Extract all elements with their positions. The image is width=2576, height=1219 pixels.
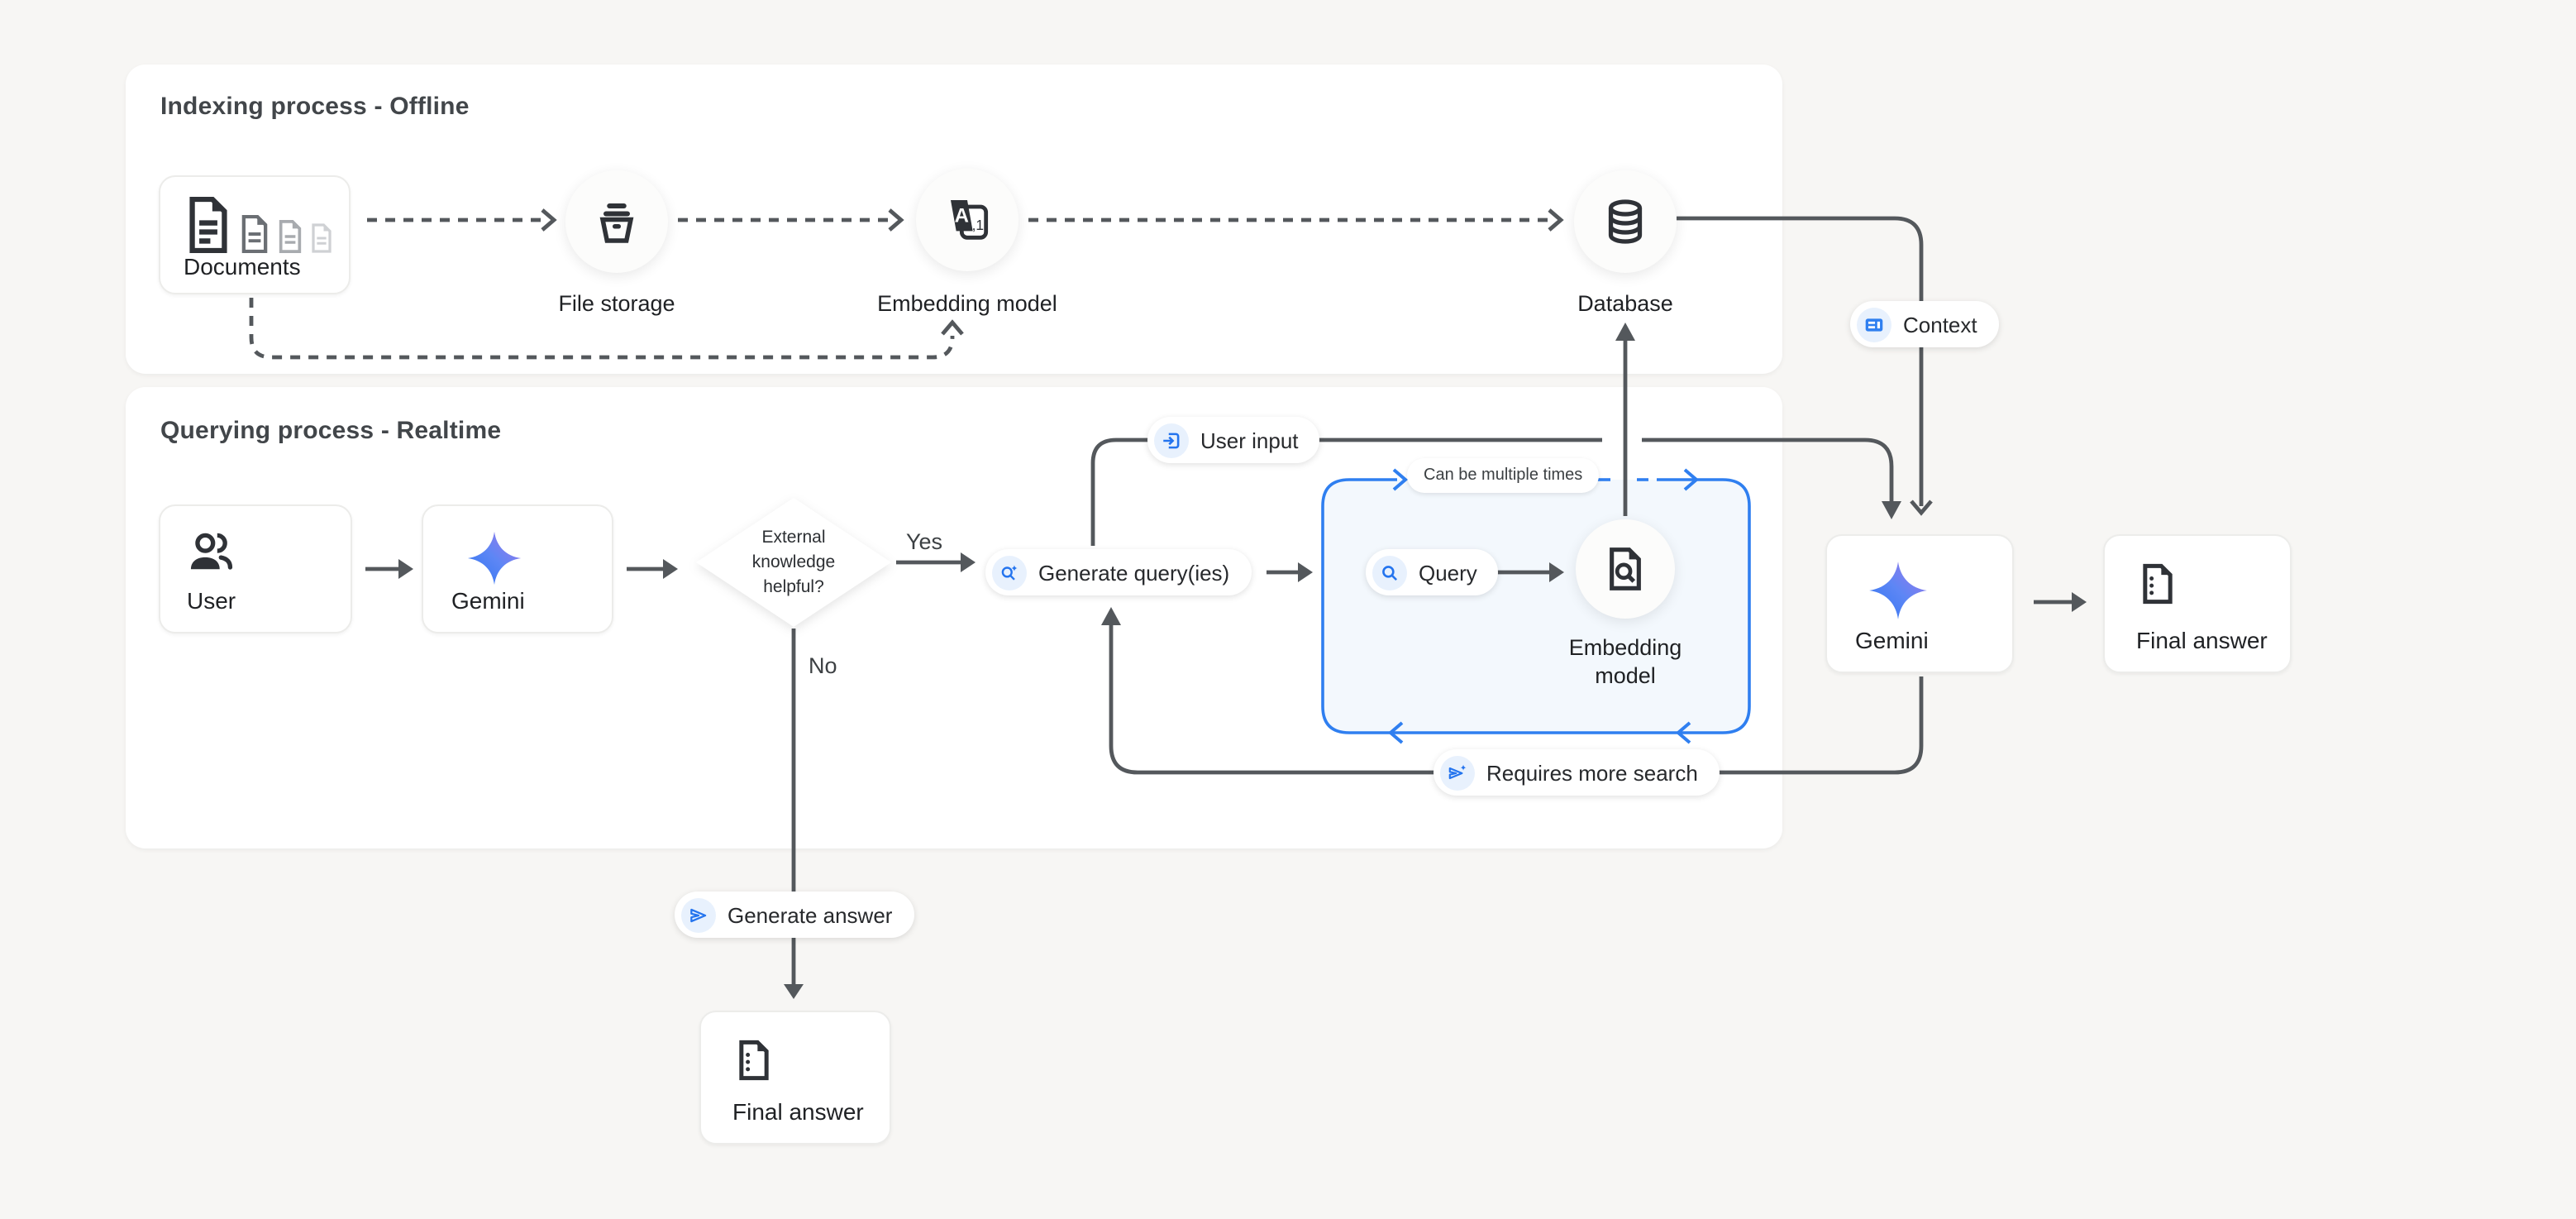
final-answer-right-node[interactable]: Final answer — [2103, 534, 2292, 673]
users-icon — [190, 533, 233, 570]
retrieval-loop-border — [1321, 478, 1751, 734]
file-storage-node[interactable] — [565, 170, 668, 273]
generate-answer-pill-label: Generate answer — [727, 902, 893, 927]
gemini-answer-node[interactable]: Gemini — [1825, 534, 2014, 673]
decision-line2: knowledge — [751, 552, 836, 571]
search-icon — [1372, 555, 1407, 590]
final-answer-document-icon — [739, 1040, 769, 1081]
edge-userinput-left — [1090, 437, 1602, 546]
documents-node[interactable]: Documents — [159, 175, 351, 294]
gemini-answer-label: Gemini — [1855, 627, 1929, 653]
gemini-star-icon — [467, 531, 522, 586]
embedding-query-label-line2: model — [1595, 663, 1656, 688]
svg-text:A: A — [955, 205, 969, 227]
user-input-pill: User input — [1147, 417, 1320, 463]
embedding-model-query-label: Embedding model — [1510, 633, 1741, 690]
send-icon — [681, 897, 716, 932]
database-label: Database — [1577, 291, 1673, 316]
documents-label: Documents — [184, 253, 301, 280]
send-sparkle-icon — [1440, 755, 1475, 790]
embedding-model-indexing-node[interactable]: 0,1 A — [916, 169, 1018, 271]
retrieval-loop-box — [1323, 480, 1749, 733]
decision-line3: helpful? — [763, 576, 824, 596]
final-answer-bottom-label: Final answer — [732, 1098, 864, 1125]
document-search-icon — [1610, 547, 1641, 590]
translate-numbers-icon: 0,1 A — [951, 200, 989, 240]
embedding-model-indexing-label: Embedding model — [877, 291, 1057, 316]
decision-line1: External — [761, 527, 826, 547]
file-storage-label: File storage — [558, 291, 675, 316]
article-icon — [1857, 307, 1891, 342]
generate-queries-pill: Generate query(ies) — [985, 549, 1252, 595]
yes-label: Yes — [906, 529, 943, 554]
final-answer-document-icon — [2143, 563, 2173, 605]
user-input-pill-label: User input — [1200, 428, 1299, 452]
gemini-query-label: Gemini — [451, 587, 525, 614]
database-node[interactable] — [1574, 170, 1677, 273]
edge-documents-embedding-return — [249, 298, 955, 360]
embedding-query-label-line1: Embedding — [1568, 635, 1682, 660]
edge-database-context-gemini — [1677, 216, 1924, 506]
generate-answer-pill: Generate answer — [675, 892, 914, 938]
edge-userinput-gemini — [1642, 437, 1894, 501]
search-sparkle-icon — [992, 555, 1027, 590]
final-answer-right-label: Final answer — [2136, 627, 2268, 653]
gemini-star-icon — [1869, 562, 1927, 619]
decision-diamond[interactable]: External knowledge helpful? — [696, 498, 891, 627]
embedding-model-query-node[interactable] — [1576, 519, 1675, 619]
indexing-section-title: Indexing process - Offline — [160, 93, 470, 121]
context-pill-label: Context — [1903, 312, 1977, 337]
user-label: User — [187, 587, 236, 614]
user-node[interactable]: User — [159, 504, 352, 633]
can-be-multiple-times-label: Can be multiple times — [1424, 466, 1583, 485]
query-pill: Query — [1366, 549, 1499, 595]
querying-section-title: Querying process - Realtime — [160, 417, 502, 445]
database-icon — [1608, 199, 1643, 244]
input-icon — [1154, 423, 1189, 457]
requires-more-search-pill-label: Requires more search — [1486, 760, 1698, 785]
can-be-multiple-times-pill: Can be multiple times — [1407, 458, 1600, 493]
documents-stack-icon — [184, 197, 349, 253]
context-pill: Context — [1850, 301, 1999, 347]
generate-queries-pill-label: Generate query(ies) — [1038, 560, 1230, 585]
query-pill-label: Query — [1419, 560, 1477, 585]
bucket-icon — [599, 203, 634, 243]
gemini-query-node[interactable]: Gemini — [422, 504, 613, 633]
requires-more-search-pill: Requires more search — [1433, 749, 1720, 796]
final-answer-bottom-node[interactable]: Final answer — [699, 1011, 891, 1145]
no-label: No — [809, 653, 837, 678]
